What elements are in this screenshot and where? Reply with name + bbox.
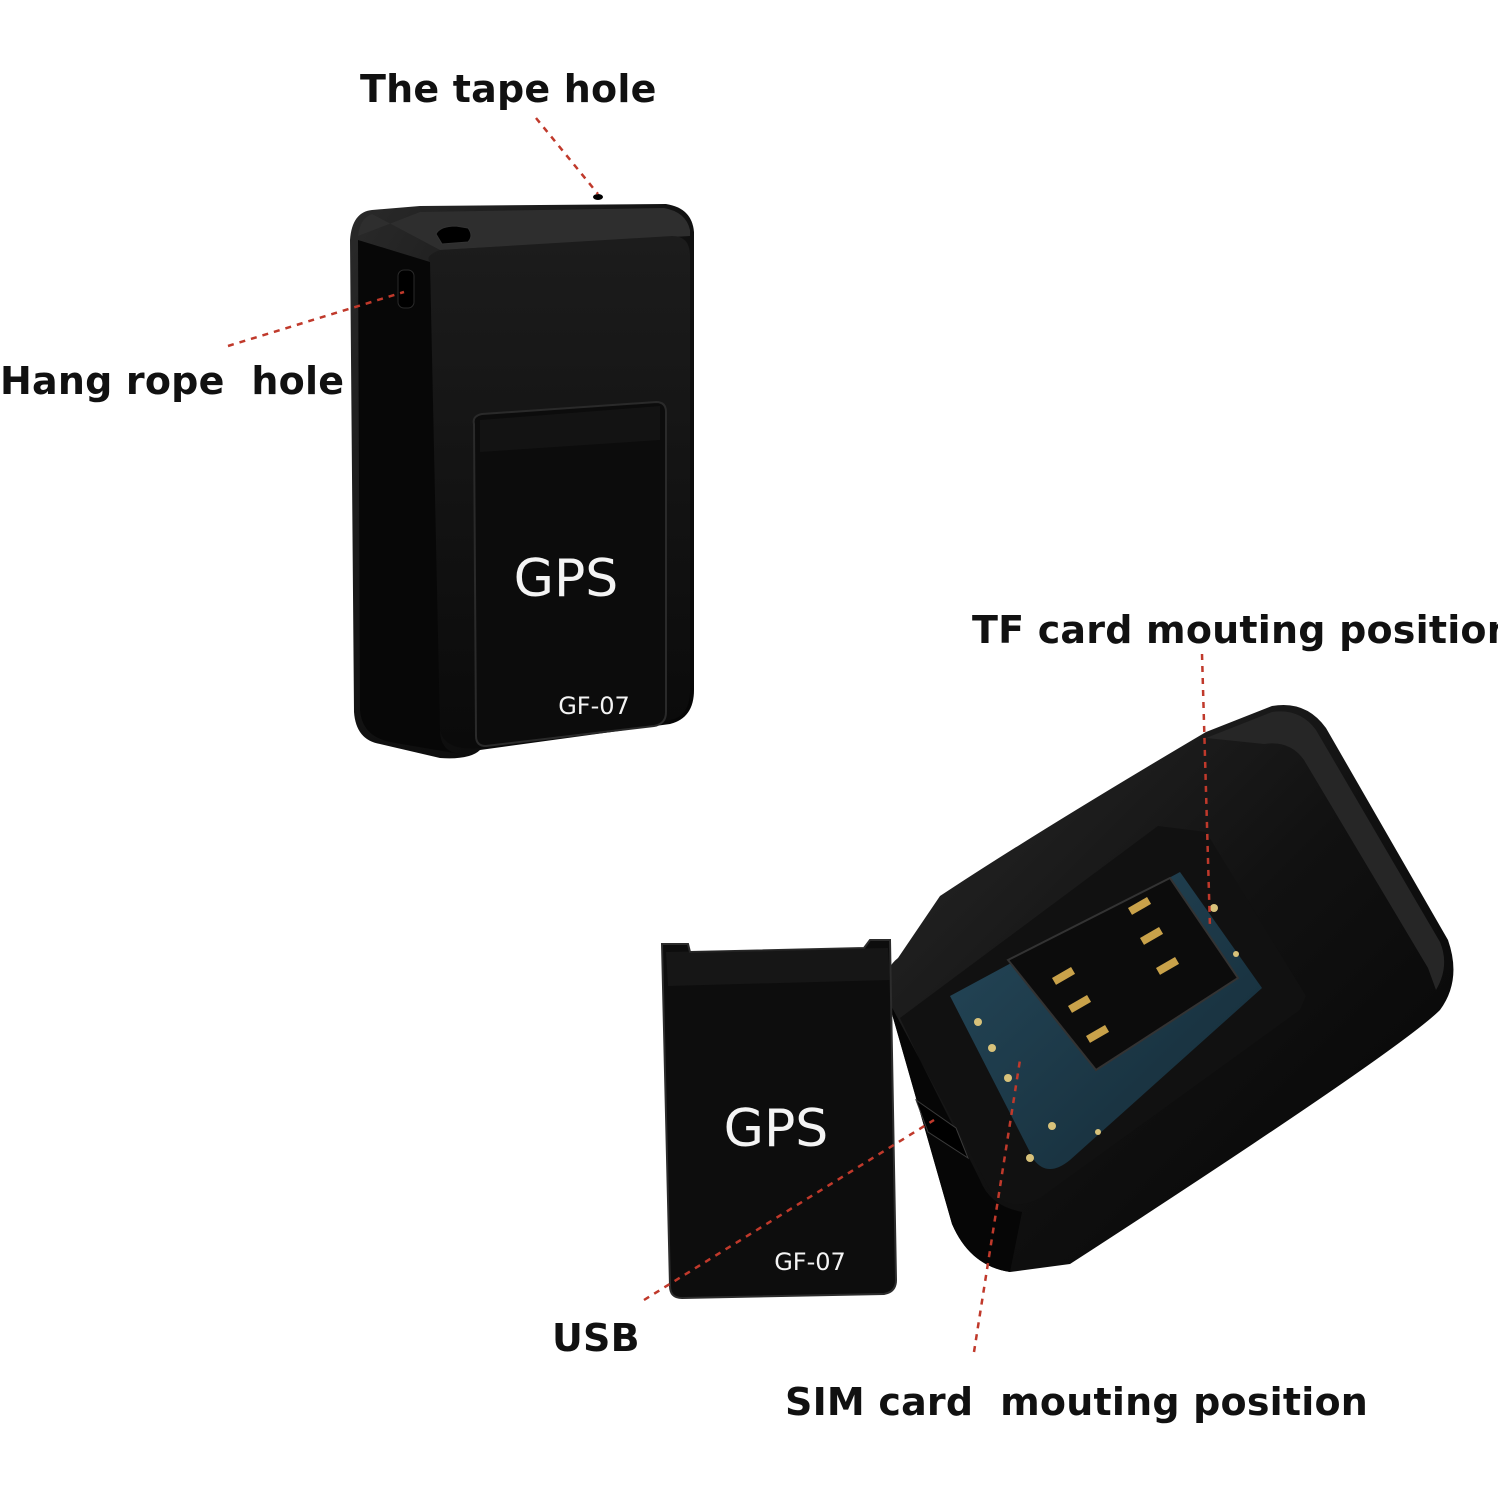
solder-pad <box>1095 1129 1101 1135</box>
contact-pin <box>1128 896 1152 915</box>
callout-tape-hole: The tape hole <box>360 67 657 111</box>
solder-pad <box>988 1044 996 1052</box>
device-cover-brand: GPS <box>724 1099 829 1159</box>
leader-lines <box>227 117 1212 1353</box>
contact-pin <box>1156 956 1180 975</box>
device-cover-model: GF-07 <box>774 1248 846 1276</box>
leader-tf-card <box>1200 653 1212 929</box>
pcb-components <box>974 904 1239 1162</box>
removed-cover <box>660 939 898 1300</box>
contact-pin <box>1086 1025 1110 1043</box>
gps-tracker-open <box>885 704 1454 1272</box>
device-top-model: GF-07 <box>558 692 630 720</box>
gps-tracker-closed <box>350 194 694 759</box>
callout-sim-card-position: SIM card mouting position <box>785 1380 1369 1424</box>
solder-pad <box>1026 1154 1034 1162</box>
contact-pin <box>1052 967 1076 985</box>
device-top-brand: GPS <box>514 549 619 609</box>
callout-hang-rope-hole: Hang rope hole <box>0 359 345 403</box>
leader-sim-card <box>972 1059 1022 1353</box>
tape-hole <box>593 194 603 200</box>
usb-port <box>914 1098 970 1160</box>
contact-pin <box>1140 926 1164 945</box>
battery-cover <box>472 400 667 748</box>
leader-tape-hole <box>535 117 599 195</box>
callout-tf-card-position: TF card mouting position <box>972 608 1498 652</box>
contact-pin <box>1068 995 1092 1013</box>
hang-rope-hole <box>397 269 415 309</box>
solder-pad <box>974 1018 982 1026</box>
leader-usb <box>643 1118 935 1302</box>
solder-pad <box>1210 904 1218 912</box>
solder-pad <box>1233 951 1239 957</box>
solder-pad <box>1048 1122 1056 1130</box>
contacts <box>1052 896 1180 1043</box>
callout-usb: USB <box>552 1316 640 1360</box>
solder-pad <box>1004 1074 1012 1082</box>
